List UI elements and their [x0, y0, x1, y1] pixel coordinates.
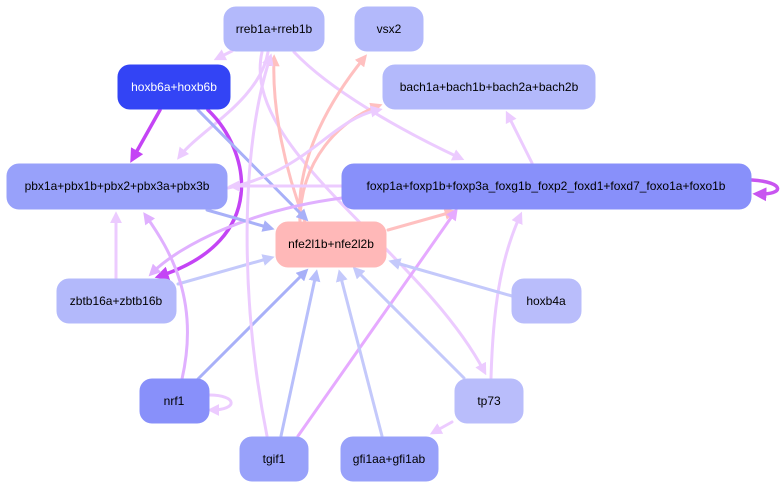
- edge-tp73-to-nfe2l: [352, 266, 466, 380]
- node-label: hoxb6a+hoxb6b: [131, 80, 217, 94]
- node-label: foxp1a+foxp1b+foxp3a_foxg1b_foxp2_foxd1+…: [367, 179, 726, 193]
- node-label: nfe2l1b+nfe2l2b: [288, 237, 374, 251]
- edge-foxp-to-bach: [505, 110, 534, 165]
- edge-tgif1-to-nfe2l: [279, 269, 321, 438]
- edge-pbx-to-bach: [226, 105, 383, 190]
- edge-tp73-to-gfi1: [429, 420, 454, 435]
- node-label: hoxb4a: [526, 294, 566, 308]
- edge-nfe2l-to-vsx2: [298, 54, 368, 224]
- node-tgif1[interactable]: tgif1: [239, 436, 309, 482]
- node-foxp[interactable]: foxp1a+foxp1b+foxp3a_foxg1b_foxp2_foxd1+…: [341, 163, 752, 210]
- node-nrf1[interactable]: nrf1: [139, 378, 210, 424]
- node-nfe2l[interactable]: nfe2l1b+nfe2l2b: [275, 221, 387, 268]
- edge-hoxb4a-to-nfe2l: [388, 258, 514, 298]
- edge-nrf1-to-pbx: [143, 212, 189, 381]
- node-zbtb16[interactable]: zbtb16a+zbtb16b: [56, 278, 177, 324]
- node-vsx2[interactable]: vsx2: [354, 6, 424, 52]
- edge-nfe2l-to-foxp: [386, 208, 457, 232]
- node-hoxb6[interactable]: hoxb6a+hoxb6b: [117, 64, 231, 110]
- edge-foxp-to-foxp: [750, 178, 780, 202]
- edge-nfe2l-to-bach: [298, 102, 383, 224]
- node-hoxb4a[interactable]: hoxb4a: [511, 278, 582, 324]
- node-pbx[interactable]: pbx1a+pbx1b+pbx2+pbx3a+pbx3b: [6, 163, 228, 210]
- edge-gfi1-to-nfe2l: [335, 269, 384, 438]
- node-label: vsx2: [377, 22, 402, 36]
- node-gfi1[interactable]: gfi1aa+gfi1ab: [340, 436, 439, 482]
- node-label: nrf1: [164, 394, 185, 408]
- node-tp73[interactable]: tp73: [454, 378, 524, 424]
- node-label: tgif1: [263, 452, 286, 466]
- edge-pbx-to-nfe2l: [205, 208, 275, 232]
- edge-tgif1-to-foxp: [296, 208, 458, 438]
- node-bach[interactable]: bach1a+bach1b+bach2a+bach2b: [382, 64, 596, 110]
- edge-rreb1-to-hoxb6: [213, 49, 234, 61]
- node-label: pbx1a+pbx1b+pbx2+pbx3a+pbx3b: [25, 179, 210, 193]
- node-rreb1[interactable]: rreb1a+rreb1b: [223, 6, 325, 52]
- edge-hoxb6-to-pbx: [130, 108, 162, 163]
- nodes-layer: rreb1a+rreb1b vsx2 hoxb6a+hoxb6b bach1a+…: [6, 6, 752, 482]
- node-label: tp73: [477, 394, 501, 408]
- edge-rreb1-to-pbx: [177, 50, 270, 160]
- node-label: zbtb16a+zbtb16b: [70, 294, 163, 308]
- node-label: rreb1a+rreb1b: [236, 22, 313, 36]
- edges-layer: [110, 49, 780, 438]
- edge-foxp-to-zbtb16: [148, 196, 344, 277]
- edge-zbtb16-to-nfe2l: [176, 254, 275, 286]
- node-label: bach1a+bach1b+bach2a+bach2b: [400, 80, 579, 94]
- edge-tgif1-to-rreb1: [245, 53, 274, 438]
- edge-rreb1-to-tp73: [258, 50, 487, 376]
- edge-tp73-to-foxp: [489, 211, 523, 380]
- edge-hoxb6-to-zbtb16: [154, 108, 244, 281]
- edge-nrf1-to-nrf1: [207, 393, 233, 416]
- node-label: gfi1aa+gfi1ab: [353, 452, 426, 466]
